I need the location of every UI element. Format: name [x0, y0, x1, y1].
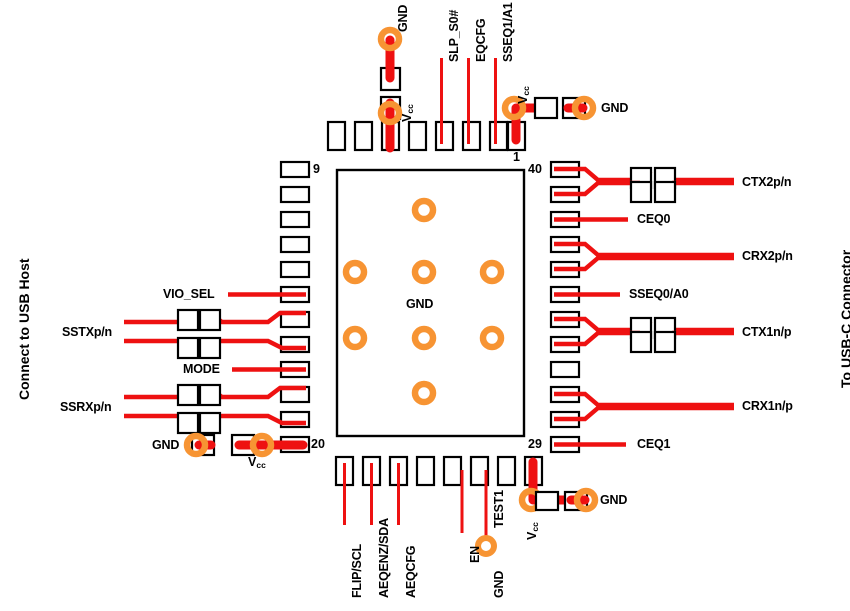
label-aeqenz-sda: AEQENZ/SDA — [377, 518, 391, 598]
label-vcc-top: Vcc — [400, 104, 415, 122]
label-crx2: CRX2p/n — [742, 249, 793, 263]
label-gnd-left: GND — [152, 438, 180, 452]
label-ceq0: CEQ0 — [637, 212, 671, 226]
label-vcc-bottom: Vcc — [525, 522, 540, 540]
bottom-right-vcc-gnd — [518, 457, 599, 513]
right-pads — [549, 160, 581, 454]
label-test1: TEST1 — [492, 490, 506, 528]
top-right-vcc-gnd — [501, 95, 597, 145]
bottom-pads — [334, 455, 544, 487]
label-ceq1: CEQ1 — [637, 437, 671, 451]
pin-number-40: 40 — [528, 162, 542, 176]
label-eqcfg-top: EQCFG — [474, 18, 488, 62]
label-ctx2: CTX2p/n — [742, 175, 792, 189]
bottom-signal-stubs — [343, 463, 497, 557]
label-vcc-left: Vcc — [248, 455, 266, 470]
center-gnd-vias — [342, 197, 505, 406]
label-gnd-bottom: GND — [492, 570, 506, 598]
label-sseq1-a1: SSEQ1/A1 — [501, 2, 515, 62]
trace-sstx-pair — [124, 308, 306, 360]
pin-number-20: 20 — [311, 437, 325, 451]
label-sstx: SSTXp/n — [62, 325, 112, 339]
label-ssrx: SSRXp/n — [60, 400, 112, 414]
label-sseq0: SSEQ0/A0 — [629, 287, 689, 301]
label-flip-scl: FLIP/SCL — [350, 544, 364, 598]
label-top-gnd: GND — [396, 4, 410, 32]
label-vcc-top-right: Vcc — [516, 86, 531, 104]
pin-number-29: 29 — [528, 437, 542, 451]
label-to-usb-c-connector: To USB-C Connector — [838, 249, 850, 388]
label-vio-sel: VIO_SEL — [163, 287, 215, 301]
label-slp-s0: SLP_S0# — [447, 9, 461, 62]
label-aeqcfg: AEQCFG — [404, 545, 418, 598]
trace-ssrx-pair — [124, 383, 306, 435]
label-gnd-bottom-right: GND — [600, 493, 628, 507]
label-gnd-top-right: GND — [601, 101, 629, 115]
label-crx1: CRX1n/p — [742, 399, 793, 413]
pin-number-1: 1 — [513, 150, 520, 164]
trace-ctx1-pair — [554, 316, 734, 354]
label-mode: MODE — [183, 362, 220, 376]
top-gnd-vcc-stack — [377, 26, 403, 153]
left-gnd-vcc-pads — [183, 432, 308, 458]
trace-crx1-pair — [554, 391, 734, 422]
pin-number-9: 9 — [313, 162, 320, 176]
label-center-gnd: GND — [406, 297, 434, 311]
left-pads — [279, 160, 311, 454]
label-en: EN — [468, 546, 482, 563]
label-connect-usb-host: Connect to USB Host — [16, 258, 32, 400]
trace-ctx2-pair — [554, 166, 734, 204]
top-signal-stubs — [440, 58, 497, 144]
trace-crx2-pair — [554, 241, 734, 272]
label-ctx1: CTX1n/p — [742, 325, 792, 339]
